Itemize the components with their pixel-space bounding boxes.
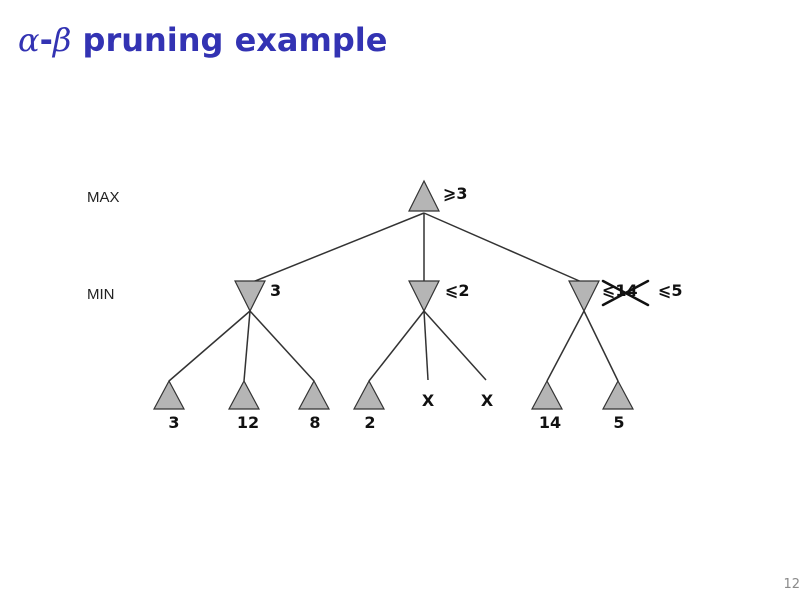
edge-min2-leaf4 bbox=[368, 310, 425, 382]
leaf-value-3: 8 bbox=[309, 413, 320, 432]
strike-mark-b bbox=[601, 279, 650, 307]
leaf-value-4: 2 bbox=[364, 413, 375, 432]
edge-root-min1 bbox=[249, 212, 425, 284]
edge-min1-leaf2 bbox=[243, 310, 251, 382]
min-node-3-value: ⩽5 bbox=[658, 281, 683, 300]
min-node-1 bbox=[234, 280, 266, 313]
min-node-2 bbox=[408, 280, 440, 313]
leaf-node-1 bbox=[152, 379, 186, 410]
root-value: ⩾3 bbox=[443, 184, 468, 203]
max-root-node bbox=[408, 179, 440, 212]
level-label-max: MAX bbox=[87, 189, 120, 206]
title-alpha: α bbox=[18, 21, 40, 59]
leaf-node-5 bbox=[530, 379, 564, 410]
title-text: pruning example bbox=[82, 21, 388, 59]
min-node-2-value: ⩽2 bbox=[445, 281, 470, 300]
pruned-mark-1: X bbox=[422, 391, 435, 410]
leaf-value-5: 14 bbox=[539, 413, 561, 432]
min-node-1-value: 3 bbox=[270, 281, 281, 300]
edge-min2-pruned1 bbox=[423, 310, 429, 381]
leaf-value-1: 3 bbox=[168, 413, 179, 432]
level-label-min: MIN bbox=[87, 286, 115, 303]
edge-min3-leaf6 bbox=[583, 310, 619, 382]
edge-min1-leaf3 bbox=[249, 310, 315, 382]
pruned-mark-2: X bbox=[481, 391, 494, 410]
leaf-value-6: 5 bbox=[613, 413, 624, 432]
slide-title: α-β pruning example bbox=[18, 20, 387, 60]
min-node-3 bbox=[568, 280, 600, 313]
title-dash: - bbox=[39, 21, 53, 59]
leaf-value-2: 12 bbox=[237, 413, 259, 432]
leaf-node-3 bbox=[297, 379, 331, 410]
edge-min1-leaf1 bbox=[168, 310, 251, 382]
edge-root-min3 bbox=[423, 212, 585, 284]
edge-min2-pruned2 bbox=[423, 310, 487, 381]
leaf-node-2 bbox=[227, 379, 261, 410]
leaf-node-4 bbox=[352, 379, 386, 410]
slide-page-number: 12 bbox=[783, 577, 800, 592]
leaf-node-6 bbox=[601, 379, 635, 410]
title-beta: β bbox=[52, 21, 72, 59]
edge-min3-leaf5 bbox=[546, 310, 585, 382]
